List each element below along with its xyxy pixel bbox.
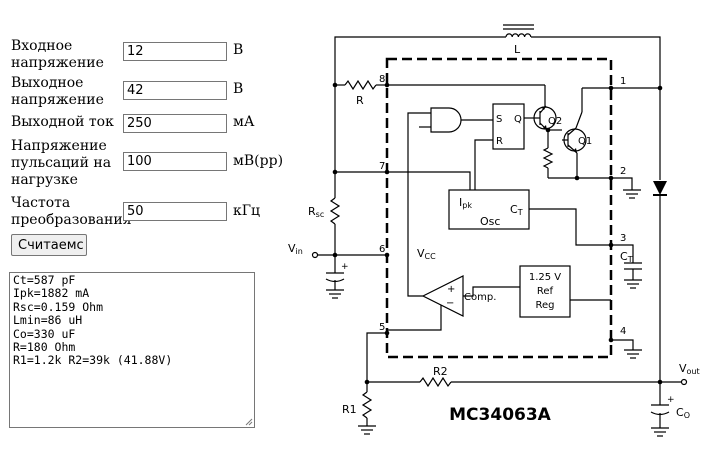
label-rsc: R (308, 205, 316, 218)
label-ct-ext-sub: T (627, 255, 633, 264)
svg-text:Rsc: Rsc (308, 205, 324, 219)
resize-grip-icon[interactable] (244, 417, 253, 426)
pin-3: 3 (620, 233, 626, 244)
label-comp-plus: + (447, 284, 455, 295)
result-line: Ct=587 pF (13, 273, 76, 287)
pin-5: 5 (379, 322, 385, 333)
resistor-rsc (329, 197, 341, 225)
label-ipk-sub: pk (462, 201, 472, 210)
label-r: R (356, 94, 364, 107)
calculate-button[interactable]: Считаемс (11, 234, 87, 256)
label-q1: Q1 (578, 136, 592, 147)
field-unit: мА (233, 114, 255, 130)
field-unit: мВ(pp) (233, 153, 284, 169)
label-cin-plus: + (341, 262, 349, 272)
field-unit: В (233, 42, 244, 58)
svg-text:Ipk: Ipk (459, 196, 472, 210)
pin-4: 4 (620, 326, 626, 337)
label-vout-sub: out (687, 367, 700, 376)
svg-text:VCC: VCC (417, 247, 436, 261)
resistor-internal (542, 147, 554, 169)
field-label: Выходное напряжение (11, 75, 104, 108)
svg-text:CT: CT (620, 250, 633, 264)
svg-text:CO: CO (676, 406, 690, 420)
field-label: Входное напряжение (11, 38, 104, 71)
pin-7: 7 (379, 161, 385, 172)
field-unit: В (233, 81, 244, 97)
pin-2: 2 (620, 166, 626, 177)
flip-flop (492, 103, 525, 150)
label-osc: Osc (480, 215, 500, 228)
label-co: C (676, 406, 684, 419)
label-reg: Reg (536, 300, 555, 311)
result-line: R=180 Ohm (13, 340, 76, 355)
input-voltage-field[interactable] (123, 42, 227, 61)
label-ct-ext: C (620, 250, 628, 263)
inductor-l (505, 33, 532, 38)
label-ct-sub: T (517, 208, 523, 217)
result-line: Lmin=86 uH (13, 313, 83, 328)
diode-d (653, 181, 667, 195)
vout-terminal (680, 378, 688, 386)
ic-outline (385, 57, 613, 359)
label-vout: V (679, 362, 687, 375)
field-label: Частота преобразования (11, 195, 132, 228)
result-line: R1=1.2k R2=39k (41.88V) (13, 353, 173, 368)
label-rsc-sub: sc (316, 210, 325, 219)
label-co-sub: O (684, 411, 690, 420)
field-unit: кГц (233, 203, 261, 219)
chip-title: MC34063A (449, 405, 552, 425)
label-r1: R1 (342, 403, 357, 416)
label-ff-r: R (496, 136, 503, 147)
pin-6: 6 (379, 244, 385, 255)
label-ct: C (510, 203, 518, 216)
svg-text:CT: CT (510, 203, 523, 217)
result-line: Ipk=1882 mA (13, 286, 90, 301)
result-line: Rsc=0.159 Ohm (13, 299, 104, 314)
comparator (421, 275, 464, 317)
label-comp-minus: − (446, 298, 454, 309)
label-ff-q: Q (514, 114, 522, 125)
label-vin: V (288, 242, 296, 255)
label-vcc: V (417, 247, 425, 260)
frequency-field[interactable] (123, 202, 227, 221)
output-voltage-field[interactable] (123, 81, 227, 100)
results-textarea[interactable]: Ct=587 pF Ipk=1882 mA Rsc=0.159 Ohm Lmin… (9, 272, 255, 428)
label-ipk: I (459, 196, 462, 209)
svg-text:Vout: Vout (679, 362, 700, 376)
field-label: Напряжение пульсаций на нагрузке (11, 138, 112, 188)
result-line: Co=330 uF (13, 326, 76, 341)
and-gate (430, 107, 462, 133)
label-vin-sub: in (296, 247, 303, 256)
svg-text:Vin: Vin (288, 242, 303, 256)
label-l: L (514, 43, 521, 56)
vin-terminal (311, 251, 319, 259)
label-vcc-sub: CC (425, 252, 437, 261)
pin-1: 1 (620, 76, 626, 87)
label-r2: R2 (433, 365, 448, 378)
output-current-field[interactable] (123, 114, 227, 133)
label-comp: Comp. (464, 292, 496, 303)
label-ref-voltage: 1.25 V (529, 272, 561, 283)
pin-8: 8 (379, 74, 385, 85)
reference-block (519, 265, 571, 318)
label-q2: Q2 (548, 116, 562, 127)
label-ref: Ref (537, 286, 554, 297)
resistor-r2 (419, 376, 452, 388)
field-label: Выходной ток (11, 114, 114, 130)
label-ff-s: S (496, 114, 502, 125)
resistor-r1 (361, 391, 373, 419)
label-co-plus: + (667, 395, 675, 405)
ripple-voltage-field[interactable] (123, 152, 227, 171)
resistor-r (344, 79, 377, 91)
